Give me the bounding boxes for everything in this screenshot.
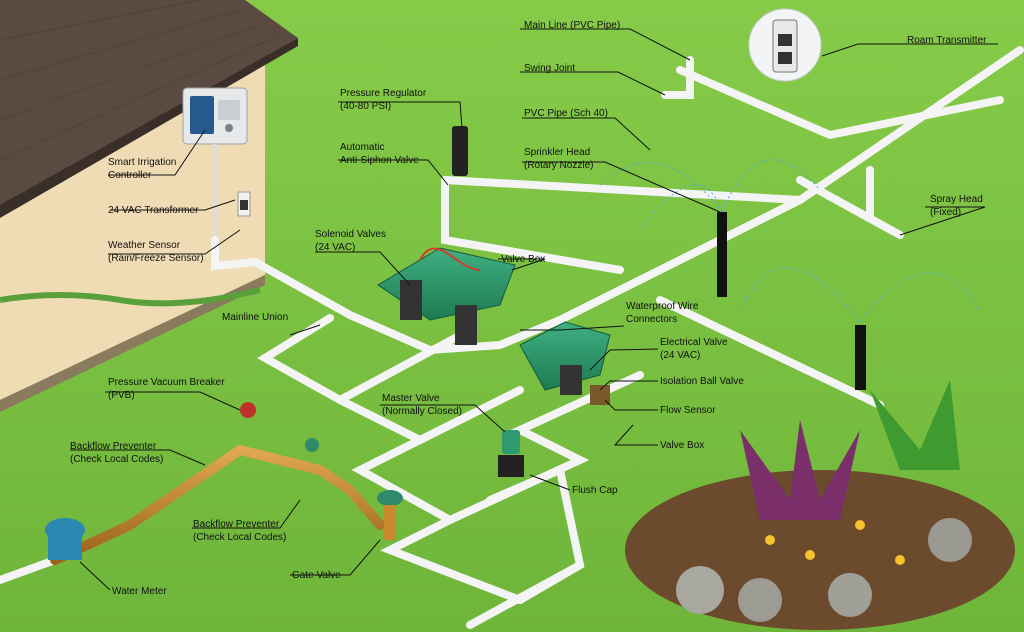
roam-transmitter-device (748, 8, 822, 82)
smart-controller (182, 87, 251, 268)
label-solenoid-valves: Solenoid Valves (24 VAC) (315, 229, 386, 253)
backflow-assembly (50, 444, 385, 565)
label-sprinkler-head: Sprinkler Head (Rotary Nozzle) (524, 147, 594, 171)
label-pvc-pipe: PVC Pipe (Sch 40) (524, 108, 608, 119)
label-valve-box-lower: Valve Box (660, 440, 705, 451)
pressure-regulator (452, 126, 468, 176)
label-electrical-valve: Electrical Valve (24 VAC) (660, 337, 728, 361)
label-isolation-ball-valve: Isolation Ball Valve (660, 376, 744, 387)
roof (0, 0, 298, 215)
label-smart-controller: Smart Irrigation Controller (108, 157, 177, 181)
sprinkler-head-rotary (599, 159, 821, 297)
label-anti-siphon-valve: Automatic Anti-Siphon Valve (340, 142, 419, 166)
label-backflow-upper: Backflow Preventer (Check Local Codes) (70, 441, 164, 465)
label-spray-head: Spray Head (Fixed) (930, 194, 983, 218)
gate-valve (377, 490, 403, 506)
label-wire-connectors: Waterproof Wire Connectors (626, 301, 699, 325)
valve-box-upper (377, 247, 516, 345)
sprinkler-head-lower (739, 267, 981, 390)
label-pressure-regulator: Pressure Regulator (40-80 PSI) (340, 88, 427, 112)
label-roam-transmitter: Roam Transmitter (907, 35, 987, 46)
garden-bed (625, 380, 1015, 630)
label-gate-valve: Gate Valve (292, 570, 341, 581)
label-main-line: Main Line (PVC Pipe) (524, 20, 621, 31)
callout-lines (70, 28, 998, 591)
label-valve-box-upper: Valve Box (501, 254, 546, 265)
master-valve (502, 430, 520, 454)
label-water-meter: Water Meter (112, 586, 167, 597)
label-flow-sensor: Flow Sensor (660, 405, 716, 416)
label-master-valve: Master Valve (Normally Closed) (382, 393, 463, 417)
pvc-pipes (0, 46, 1024, 629)
label-backflow-lower: Backflow Preventer (Check Local Codes) (193, 519, 287, 543)
label-transformer: 24 VAC Transformer (108, 205, 199, 216)
valve-box-lower (519, 321, 611, 405)
label-swing-joint: Swing Joint (524, 63, 576, 74)
label-mainline-union: Mainline Union (222, 312, 289, 323)
label-flush-cap: Flush Cap (572, 485, 618, 496)
label-pvb: Pressure Vacuum Breaker (PVB) (108, 377, 225, 401)
label-weather-sensor: Weather Sensor (Rain/Freeze Sensor) (108, 240, 204, 264)
